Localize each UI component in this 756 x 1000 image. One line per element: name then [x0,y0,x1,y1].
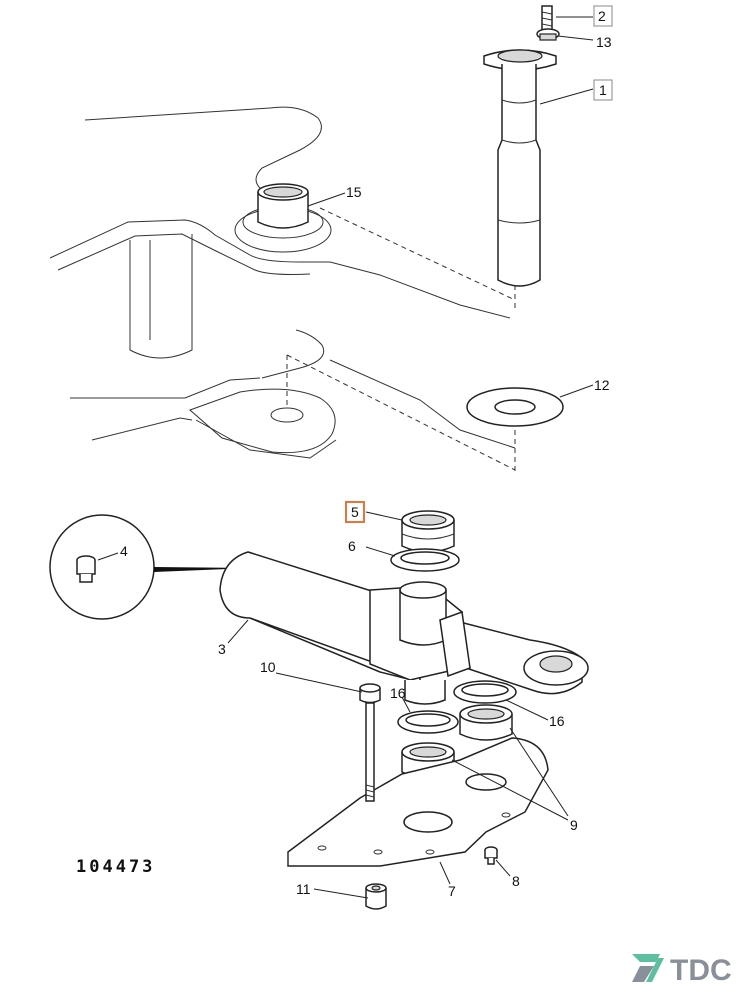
assembly-guide-lines [286,207,516,472]
callout-11[interactable]: 11 [296,881,311,897]
callout-1[interactable]: 1 [599,82,607,98]
logo-text: TDC [670,954,732,987]
callout-3[interactable]: 3 [218,641,226,657]
callout-leader-lines [97,16,594,899]
callout-8[interactable]: 8 [512,873,520,889]
chassis-upper-outline [49,106,511,359]
callout-2[interactable]: 2 [598,8,606,24]
callout-9[interactable]: 9 [570,817,578,833]
bolt-part-2 [541,5,553,31]
callout-labels: 2 13 1 15 12 5 6 4 3 10 16 16 9 8 7 11 [120,5,613,899]
callout-box-5-highlighted [345,501,365,523]
bush-part-5 [401,510,455,553]
grease-nipple-part-8 [484,846,498,865]
bushing-part-15 [257,183,309,229]
chassis-middle-outline [70,329,516,459]
seal-part-6 [390,548,460,572]
seal-part-16-right [453,680,517,704]
pivot-pin-part-1 [483,49,557,287]
callout-12[interactable]: 12 [594,377,610,393]
callout-13[interactable]: 13 [596,34,612,50]
bolt-part-10 [359,683,381,802]
tdc-logo: TDC [632,954,732,987]
thrust-washer-part-12 [466,387,564,427]
steering-ram-part-3 [219,551,589,705]
callout-5[interactable]: 5 [351,504,359,520]
document-number: 104473 [76,857,155,877]
callout-6[interactable]: 6 [348,538,356,554]
callout-box-1 [593,79,613,101]
mounting-plate-part-7 [287,737,549,867]
callout-16-left[interactable]: 16 [390,685,406,701]
callout-10[interactable]: 10 [260,659,276,675]
bush-part-9-right [459,704,513,741]
callout-box-2 [593,5,613,27]
callout-16-right[interactable]: 16 [549,713,565,729]
callout-4[interactable]: 4 [120,543,128,559]
callout-7[interactable]: 7 [448,883,456,899]
nut-part-11 [365,883,387,910]
seal-part-16-left [397,710,459,734]
tdc-logo-mark-icon [632,954,664,982]
detail-inset-part-4 [49,514,252,620]
callout-15[interactable]: 15 [346,184,362,200]
washer-part-13 [536,28,560,41]
